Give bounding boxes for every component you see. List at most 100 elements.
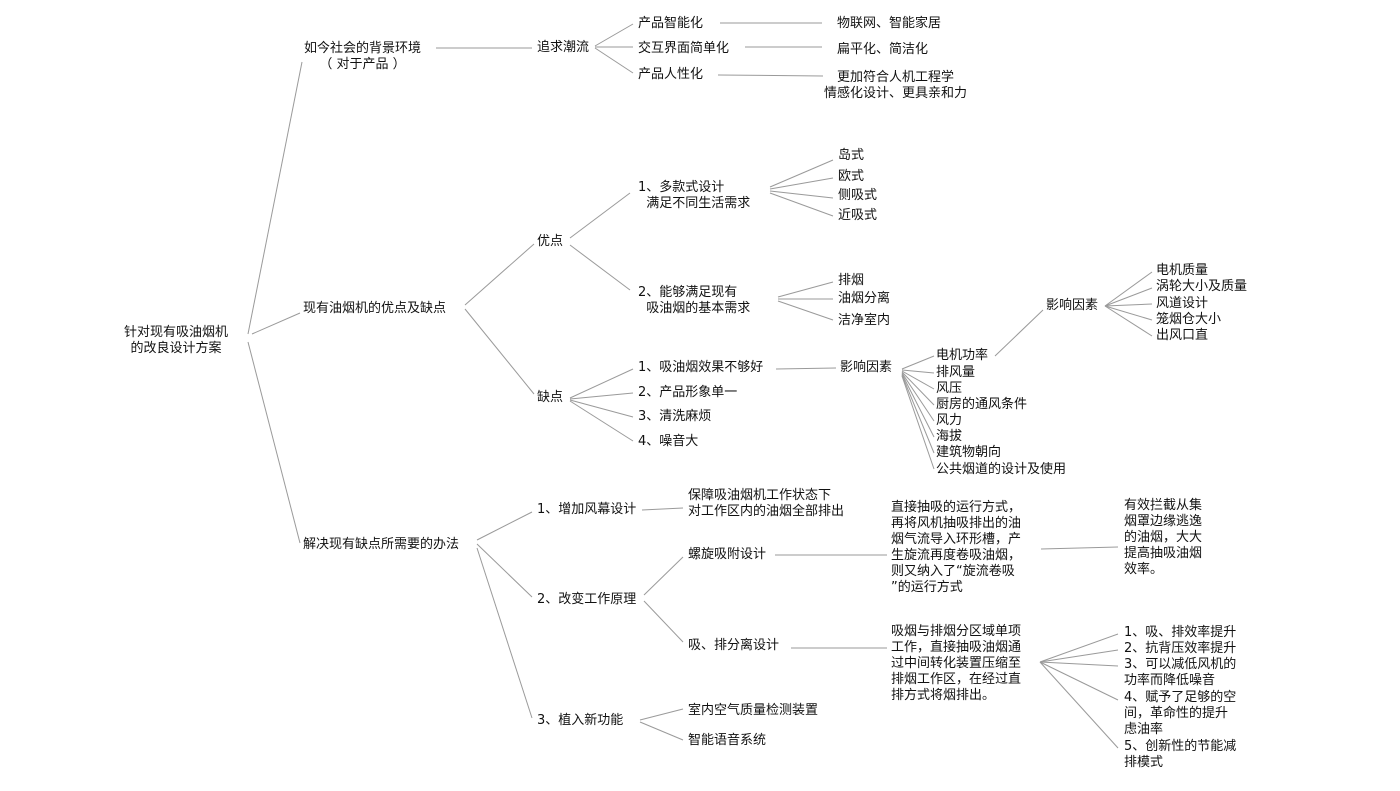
connector [901, 373, 935, 438]
node-background-env: 如今社会的背景环境 （ 对于产品 ） [304, 41, 422, 72]
leaf-benefit: 4、赋予了足够的空 间，革命性的提升 虑油率 [1124, 690, 1237, 737]
node-smart: 产品智能化 [638, 16, 704, 31]
leaf-air-curtain-detail: 保障吸油烟机工作状态下 对工作区内的油烟全部排出 [688, 488, 845, 519]
connector [569, 400, 634, 442]
connector [569, 244, 631, 291]
node-new-features: 3、植入新功能 [537, 713, 624, 728]
connector [769, 177, 834, 190]
node-separate: 吸、排分离设计 [688, 638, 780, 653]
leaf-factor: 风压 [936, 381, 963, 396]
connector [901, 372, 935, 422]
connector [1039, 633, 1119, 663]
node-sub-factors: 影响因素 [1046, 298, 1099, 313]
node-pros: 优点 [537, 234, 564, 249]
connector [464, 243, 535, 306]
root-node: 针对现有吸油烟机 的改良设计方案 [124, 325, 229, 356]
connector [569, 192, 631, 239]
leaf-style: 欧式 [838, 169, 865, 184]
connector [1104, 305, 1153, 321]
leaf-style: 侧吸式 [838, 188, 878, 203]
connector [769, 190, 834, 199]
connector [569, 392, 634, 400]
connector [901, 369, 935, 374]
connector [643, 556, 684, 596]
leaf-sub-factor: 风道设计 [1156, 296, 1209, 311]
leaf-need: 洁净室内 [838, 313, 891, 328]
leaf-factor: 风力 [936, 413, 963, 428]
result-spiral: 有效拦截从集 烟罩边缘逃逸 的油烟，大大 提高抽吸油烟 效率。 [1124, 498, 1203, 577]
node-factors: 影响因素 [840, 360, 893, 375]
leaf-iot: 物联网、智能家居 [837, 16, 942, 31]
leaf-sub-factor: 笼烟仓大小 [1156, 312, 1222, 327]
connector [994, 309, 1044, 357]
leaf-benefit: 5、创新性的节能减 排模式 [1124, 739, 1237, 770]
leaf-feature: 智能语音系统 [688, 733, 767, 748]
connector [639, 708, 684, 721]
connector [247, 341, 301, 544]
connector [1039, 661, 1119, 667]
leaf-ergonomic: 更加符合人机工程学 情感化设计、更具亲和力 [824, 70, 968, 101]
connector [476, 543, 533, 598]
leaf-sub-factor: 电机质量 [1156, 263, 1209, 278]
leaf-con: 1、吸油烟效果不够好 [638, 360, 764, 375]
desc-separate: 吸烟与排烟分区域单项 工作，直接抽吸油烟通 过中间转化装置压缩至 排烟工作区，在… [891, 624, 1022, 703]
node-cons: 缺点 [537, 390, 564, 405]
connector [769, 159, 834, 188]
connector [901, 355, 935, 370]
connector [775, 367, 837, 370]
connector [643, 600, 684, 643]
connector [901, 375, 935, 470]
connector [1104, 303, 1153, 307]
connector [717, 74, 824, 77]
leaf-need: 油烟分离 [838, 291, 891, 306]
leaf-factor: 电机功率 [936, 348, 989, 363]
connector [901, 371, 935, 406]
leaf-factor: 排风量 [936, 365, 976, 380]
node-simple-ui: 交互界面简单化 [638, 41, 730, 56]
leaf-benefit: 3、可以减低风机的 功率而降低噪音 [1124, 657, 1237, 688]
connector [569, 399, 634, 418]
connector [594, 47, 634, 74]
leaf-benefit: 1、吸、排效率提升 [1124, 625, 1237, 640]
connector [1039, 649, 1119, 663]
connector [247, 61, 303, 335]
node-pros-cons: 现有油烟机的优点及缺点 [303, 301, 447, 316]
connector [769, 192, 834, 217]
connector [901, 374, 935, 454]
leaf-need: 排烟 [838, 273, 865, 288]
leaf-factor: 厨房的通风条件 [936, 397, 1028, 412]
node-basic-needs: 2、能够满足现有 吸油烟的基本需求 [638, 285, 751, 316]
connector [1039, 661, 1119, 701]
connector [1104, 287, 1153, 307]
leaf-sub-factor: 出风口直 [1156, 328, 1209, 343]
leaf-con: 4、噪音大 [638, 434, 699, 449]
leaf-sub-factor: 涡轮大小及质量 [1156, 279, 1248, 294]
connector [1039, 661, 1119, 749]
node-air-curtain: 1、增加风幕设计 [537, 502, 637, 517]
connector [1104, 305, 1153, 337]
leaf-style: 近吸式 [838, 208, 878, 223]
leaf-con: 3、清洗麻烦 [638, 409, 712, 424]
connector [476, 511, 533, 541]
leaf-style: 岛式 [838, 148, 865, 163]
connector [641, 507, 684, 511]
node-trend: 追求潮流 [537, 40, 590, 55]
leaf-factor: 公共烟道的设计及使用 [936, 462, 1067, 477]
leaf-con: 2、产品形象单一 [638, 385, 738, 400]
connector [1104, 271, 1153, 307]
leaf-factor: 建筑物朝向 [936, 445, 1002, 460]
leaf-benefit: 2、抗背压效率提升 [1124, 641, 1237, 656]
connector [639, 721, 684, 741]
connector [464, 308, 535, 395]
node-humanized: 产品人性化 [638, 67, 704, 82]
connector [777, 281, 834, 298]
connector [569, 368, 634, 399]
node-multi-style: 1、多款式设计 满足不同生活需求 [638, 180, 751, 211]
leaf-factor: 海拔 [936, 429, 963, 444]
connector [1040, 546, 1119, 550]
node-working-principle: 2、改变工作原理 [537, 592, 637, 607]
connector [901, 370, 935, 390]
connector [476, 547, 533, 719]
